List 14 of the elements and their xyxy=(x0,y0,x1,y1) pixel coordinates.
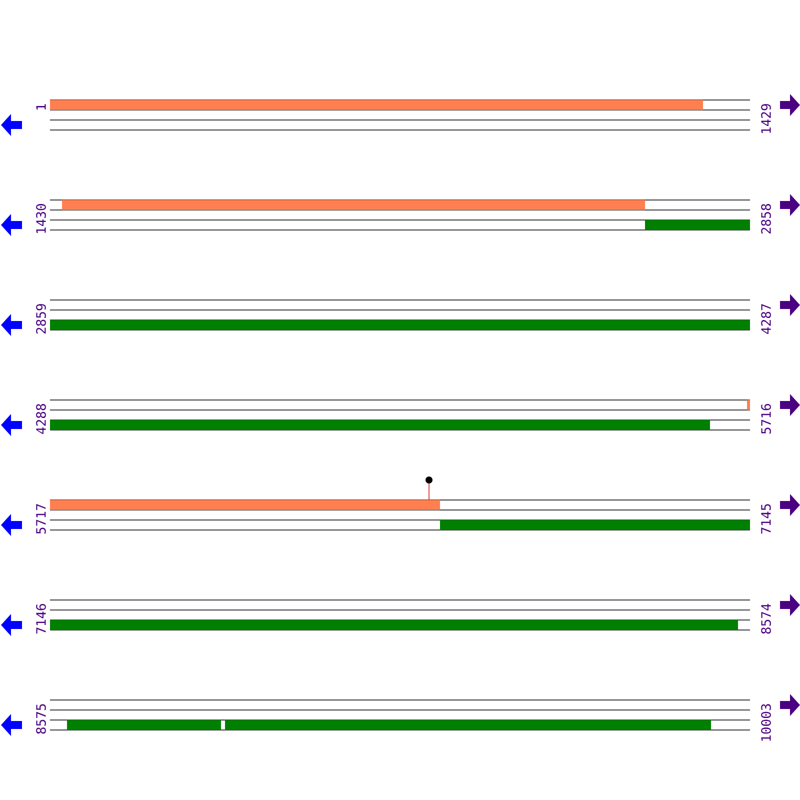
position-number: 1430 xyxy=(36,204,46,233)
position-number: 4288 xyxy=(36,404,46,434)
position-number: 10003 xyxy=(761,704,771,741)
position-number: 7145 xyxy=(761,504,771,534)
position-number: 2859 xyxy=(36,304,46,334)
position-number: 7146 xyxy=(36,604,46,634)
position-number: 5717 xyxy=(36,504,46,534)
position-number: 8574 xyxy=(761,604,771,634)
position-number: 1 xyxy=(36,104,46,110)
position-number: 4287 xyxy=(761,304,771,334)
position-number: 8575 xyxy=(36,704,46,734)
position-number: 2858 xyxy=(761,204,771,234)
position-number: 5716 xyxy=(761,404,771,434)
position-number: 1429 xyxy=(761,104,771,133)
